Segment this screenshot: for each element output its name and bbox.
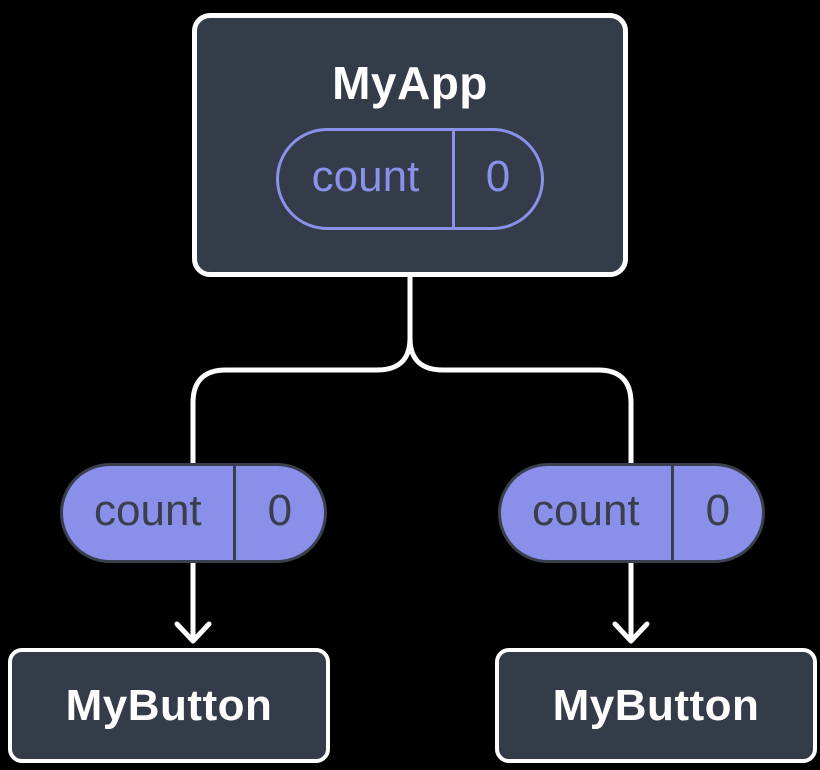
root-component-title: MyApp <box>332 57 488 109</box>
state-pill-value: 0 <box>451 131 541 228</box>
root-state-pill: count 0 <box>276 128 544 231</box>
right-prop-pill-label: count <box>532 486 640 535</box>
connector-left-path <box>190 275 413 640</box>
left-prop-pill-label: count <box>94 486 202 535</box>
state-pill-label: count <box>311 152 420 202</box>
down-arrow-left-icon <box>174 621 212 644</box>
right-prop-pill: count 0 <box>498 463 765 563</box>
root-component-box: MyApp count 0 <box>192 13 628 277</box>
right-child-component-title: MyButton <box>552 680 760 730</box>
down-arrow-right-icon <box>612 621 650 644</box>
right-child-component-box: MyButton <box>495 648 817 763</box>
left-child-component-box: MyButton <box>8 648 330 763</box>
connector-right-path <box>407 275 634 640</box>
left-child-component-title: MyButton <box>65 680 273 730</box>
right-prop-pill-value: 0 <box>670 466 762 560</box>
left-prop-pill-value: 0 <box>232 466 324 560</box>
left-prop-pill: count 0 <box>60 463 327 563</box>
